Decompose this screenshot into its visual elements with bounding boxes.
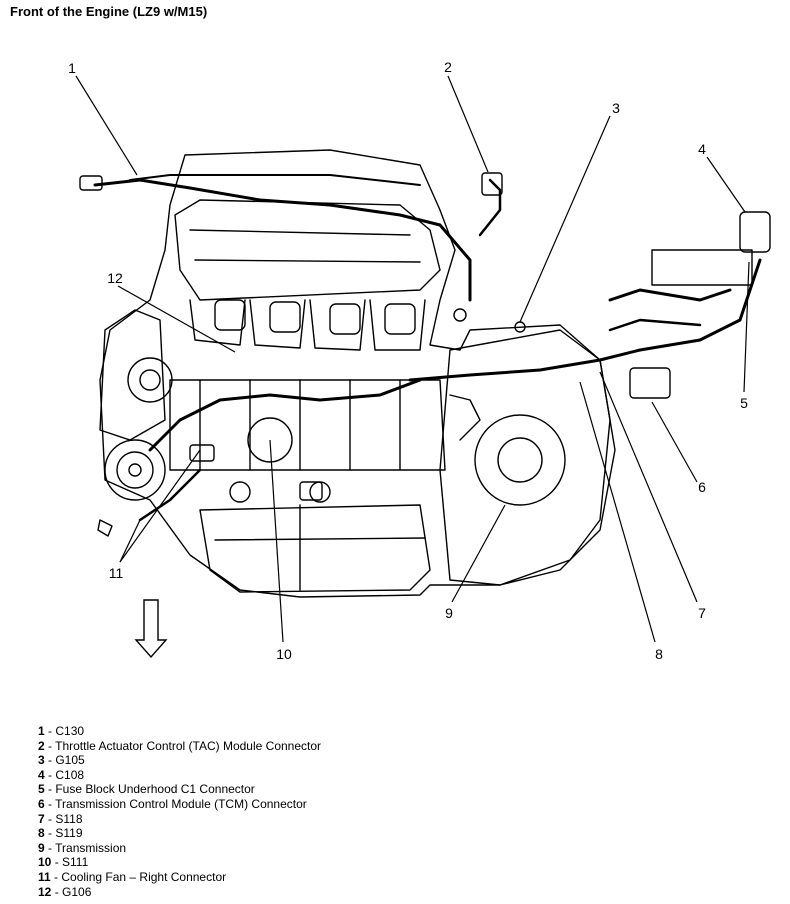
page-title: Front of the Engine (LZ9 w/M15): [10, 4, 208, 19]
legend-item: 3 - G105: [38, 753, 321, 768]
legend-number: 9: [38, 840, 45, 855]
callout-11: 11: [109, 565, 124, 581]
engine-drawing: [79, 149, 771, 598]
legend-item: 5 - Fuse Block Underhood C1 Connector: [38, 782, 321, 797]
legend-text: - Throttle Actuator Control (TAC) Module…: [44, 738, 322, 753]
callout-1: 1: [68, 60, 76, 76]
legend-text: - Transmission: [44, 840, 127, 855]
legend-item: 2 - Throttle Actuator Control (TAC) Modu…: [38, 739, 321, 754]
callout-4: 4: [698, 141, 706, 157]
legend-number: 6: [38, 796, 45, 811]
legend-item: 12 - G106: [38, 885, 321, 900]
legend-number: 7: [38, 811, 45, 826]
callout-5: 5: [740, 395, 748, 411]
legend-number: 1: [38, 724, 45, 738]
legend-text: - G105: [44, 753, 85, 768]
callout-8: 8: [655, 646, 663, 662]
callout-2: 2: [444, 59, 452, 75]
legend-text: - C130: [44, 724, 85, 738]
leader-lines: [75, 75, 750, 643]
legend-item: 1 - C130: [38, 724, 321, 739]
legend-text: - G106: [51, 884, 92, 899]
legend-number: 10: [38, 855, 52, 870]
legend-item: 9 - Transmission: [38, 841, 321, 856]
legend-item: 8 - S119: [38, 826, 321, 841]
front-arrow-icon: [134, 599, 168, 659]
legend-text: - Fuse Block Underhood C1 Connector: [44, 782, 255, 797]
callout-3: 3: [612, 100, 620, 116]
legend-number: 8: [38, 826, 45, 841]
legend-number: 5: [38, 782, 45, 797]
callout-10: 10: [276, 646, 292, 662]
legend-number: 4: [38, 767, 45, 782]
legend-text: - S111: [51, 855, 89, 870]
legend-item: 10 - S111: [38, 855, 321, 870]
legend-number: 12: [38, 884, 52, 899]
legend-text: - Transmission Control Module (TCM) Conn…: [44, 796, 307, 811]
legend-text: - S119: [44, 826, 83, 841]
legend-item: 11 - Cooling Fan – Right Connector: [38, 870, 321, 885]
callout-6: 6: [698, 479, 706, 495]
engine-diagram: 1 2 3 4 5 6 7 8 9 10 11 12: [68, 59, 771, 662]
legend-number: 11: [38, 869, 51, 884]
legend-number: 3: [38, 753, 45, 768]
legend-text: - C108: [44, 767, 85, 782]
callout-labels: 1 2 3 4 5 6 7 8 9 10 11 12: [68, 59, 748, 662]
legend-text: - S118: [44, 811, 83, 826]
legend-item: 6 - Transmission Control Module (TCM) Co…: [38, 797, 321, 812]
legend: 1 - C130 2 - Throttle Actuator Control (…: [38, 724, 321, 899]
legend-item: 7 - S118: [38, 812, 321, 827]
callout-9: 9: [445, 605, 453, 621]
legend-item: 4 - C108: [38, 768, 321, 783]
legend-text: - Cooling Fan – Right Connector: [50, 869, 227, 884]
callout-12: 12: [107, 270, 123, 286]
callout-7: 7: [698, 605, 706, 621]
legend-number: 2: [38, 738, 45, 753]
